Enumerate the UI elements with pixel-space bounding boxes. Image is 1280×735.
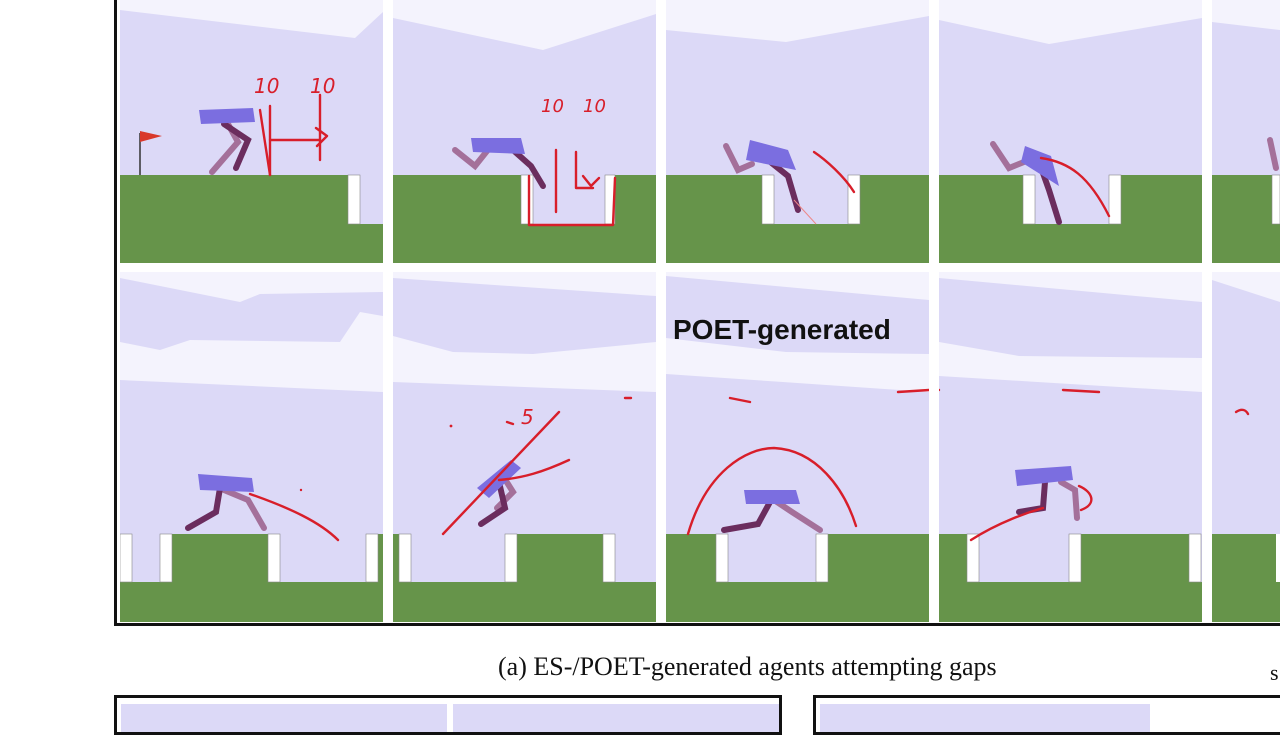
annotation-number: 10: [254, 74, 279, 98]
annotation-gap-depth: [527, 148, 617, 227]
bottom-panel-4: [939, 272, 1202, 622]
annotation-trajectory: [812, 150, 856, 194]
annotation-trajectory: [1039, 156, 1111, 218]
next-figure-frame-right: [813, 695, 1280, 735]
top-panel-3: [666, 0, 929, 263]
top-panel-2: 10 10: [393, 0, 656, 263]
top-panel-4: [939, 0, 1202, 263]
bottom-panel-3: [666, 272, 929, 622]
start-flag-icon: [139, 131, 162, 175]
walker-agent: [1015, 466, 1080, 521]
walker-agent: [185, 474, 267, 531]
next-caption-fragment: s: [1270, 660, 1279, 685]
annotation-jump-height: [258, 93, 329, 177]
figure-frame: [114, 0, 1280, 626]
row-label: POET-generated: [673, 314, 891, 345]
walker-agent: [721, 490, 823, 533]
annotation-trajectory: [248, 492, 340, 542]
top-panel-5: [1212, 0, 1280, 263]
annotation-arc: [686, 446, 858, 536]
next-figure-frame-left: [114, 695, 782, 735]
annotation-number: 10: [583, 96, 606, 117]
bottom-panel-2: 5: [393, 272, 656, 622]
annotation-number: 5: [521, 405, 534, 429]
annotation-strokes: [441, 396, 633, 536]
annotation-strokes: [939, 388, 1101, 542]
figure-caption: (a) ES-/POET-generated agents attempting…: [498, 652, 997, 681]
walker-agent: [452, 138, 546, 189]
bottom-panel-5: [1212, 272, 1280, 622]
bottom-panel-1: [120, 272, 383, 622]
walker-agent: [990, 141, 1062, 225]
annotation-number: 10: [310, 74, 335, 98]
top-panel-1: 10 10: [120, 0, 383, 263]
annotation-number: 10: [541, 96, 564, 117]
walker-agent: [199, 108, 255, 175]
walker-agent: [723, 140, 801, 213]
